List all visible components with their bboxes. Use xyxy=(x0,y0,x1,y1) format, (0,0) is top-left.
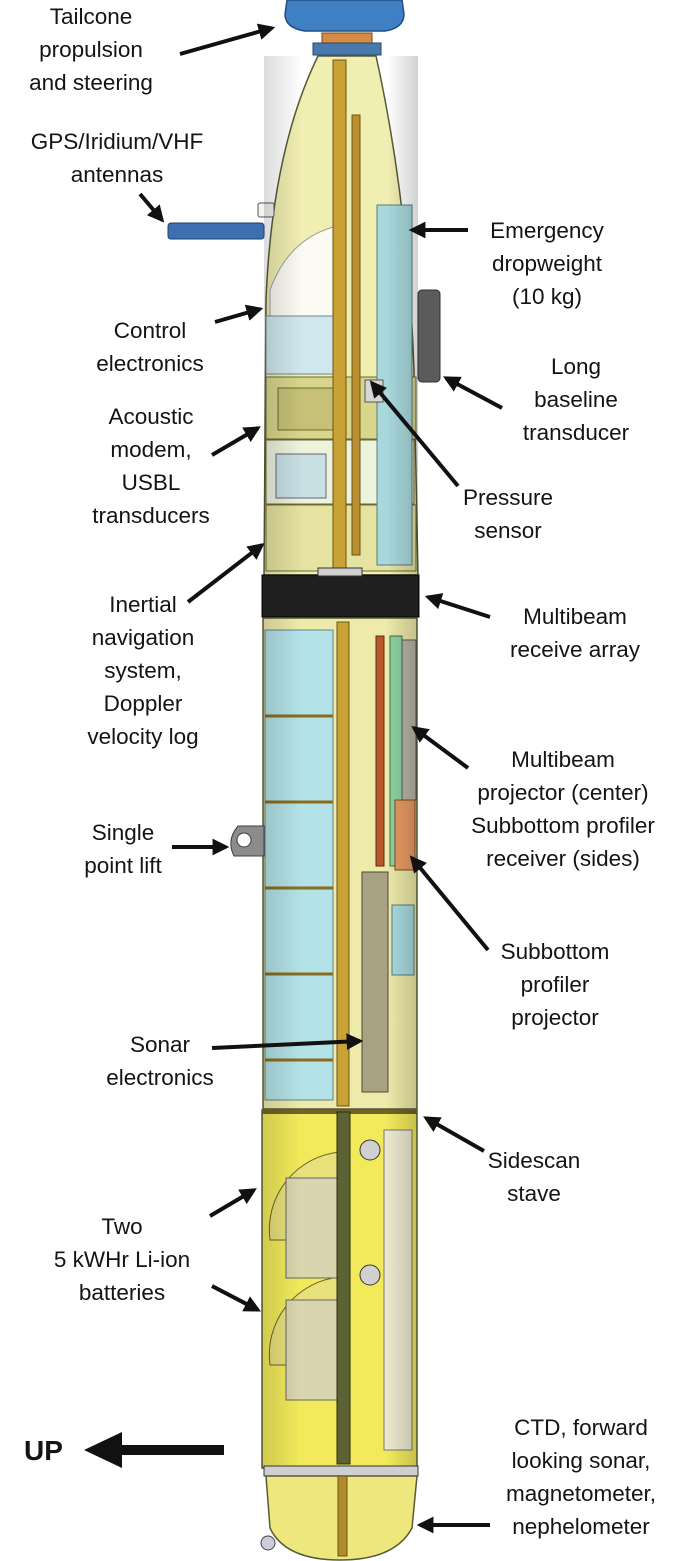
label-emergency-dropweight: Emergency dropweight (10 kg) xyxy=(490,218,604,309)
leader-arrows xyxy=(138,23,503,1534)
label-sonar-electronics: Sonar electronics xyxy=(106,1032,214,1090)
label-single-point-lift: Single point lift xyxy=(84,820,162,878)
label-subbottom-profiler-projector: Subbottom profiler projector xyxy=(500,939,610,1030)
propulsion-unit xyxy=(284,0,405,56)
label-pressure-sensor: Pressure sensor xyxy=(462,485,554,543)
up-label: UP xyxy=(24,1435,63,1466)
label-long-baseline-transducer: Long baseline transducer xyxy=(522,354,630,445)
lift-hook xyxy=(230,825,265,857)
battery-section xyxy=(261,1109,418,1469)
label-tailcone: Tailcone propulsion and steering xyxy=(29,4,153,95)
label-acoustic-modem: Acoustic modem, USBL transducers xyxy=(92,404,210,528)
label-ctd-sensors: CTD, forward looking sonar, magnetometer… xyxy=(505,1415,657,1539)
label-control-electronics: Control electronics xyxy=(96,318,204,376)
up-direction-arrow xyxy=(84,1432,224,1468)
sonar-section xyxy=(262,617,418,1110)
nose-section xyxy=(260,1465,419,1561)
label-antennas: GPS/Iridium/VHF antennas xyxy=(30,129,204,187)
label-sidescan-stave: Sidescan stave xyxy=(487,1148,581,1206)
multibeam-receive-band xyxy=(261,567,420,618)
label-batteries: Two 5 kWHr Li-ion batteries xyxy=(53,1214,191,1305)
label-inertial-navigation: Inertial navigation system, Doppler velo… xyxy=(87,592,199,749)
label-multibeam-receive-array: Multibeam receive array xyxy=(509,604,641,662)
label-multibeam-projector: Multibeam projector (center) Subbottom p… xyxy=(471,747,655,871)
